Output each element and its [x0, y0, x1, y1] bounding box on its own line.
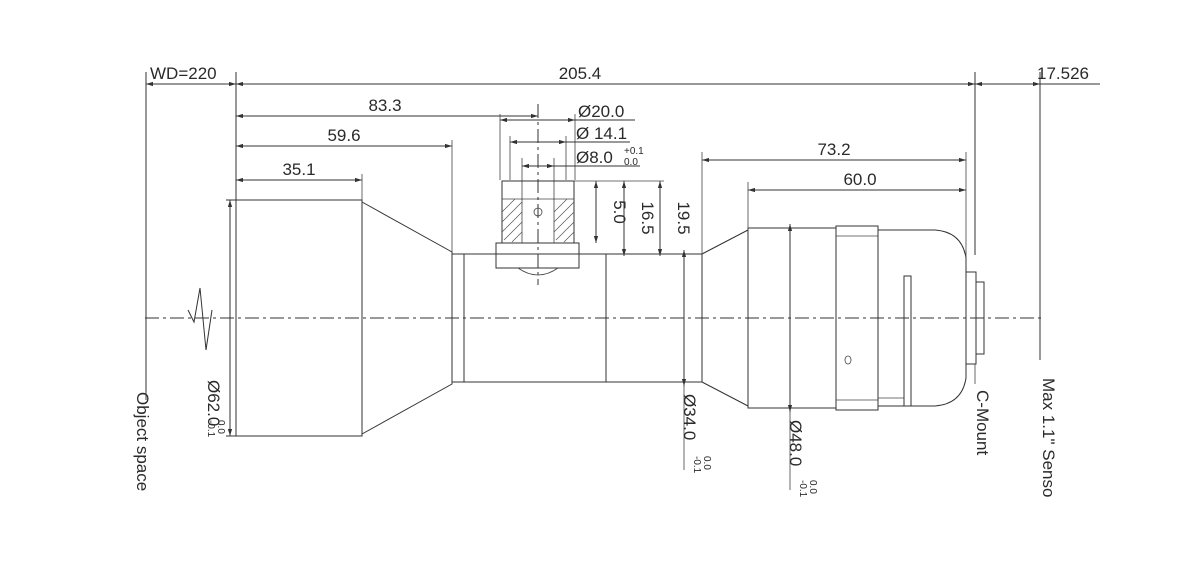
height-16-label: 16.5 — [638, 201, 657, 234]
dia-34-label: Ø34.0 — [680, 394, 699, 440]
back-focal-label: 17.526 — [1037, 64, 1089, 83]
dia-48-label: Ø48.0 — [786, 420, 805, 466]
c-mount-label: C-Mount — [973, 390, 992, 455]
wd-label: WD=220 — [150, 64, 217, 83]
height-5-label: 5.0 — [610, 200, 629, 224]
set-screw-icon — [844, 355, 852, 365]
dia-62-tol-top: 0.0 — [215, 420, 226, 434]
length-73-label: 73.2 — [817, 140, 850, 159]
length-59-label: 59.6 — [327, 126, 360, 145]
c-mount-thread — [975, 281, 985, 355]
length-35-label: 35.1 — [282, 160, 315, 179]
dia-14-label: Ø 14.1 — [576, 124, 627, 143]
object-space-label: Object space — [133, 392, 152, 491]
dia-20-label: Ø20.0 — [578, 102, 624, 121]
front-barrel — [235, 199, 363, 437]
length-60-label: 60.0 — [843, 170, 876, 189]
rear-cap-slot — [903, 275, 912, 407]
dia-34-tol-bot: -0.1 — [691, 456, 702, 474]
height-19-label: 19.5 — [674, 201, 693, 234]
overall-length-label: 205.4 — [559, 64, 602, 83]
sensor-label: Max 1.1" Senso — [1039, 378, 1058, 497]
rear-cap — [877, 229, 967, 407]
boss-bottom-arc — [517, 267, 559, 276]
dia-48-tol-top: 0.0 — [807, 480, 818, 494]
dia-62-tol-bot: -0.1 — [205, 420, 216, 438]
dia-8-label: Ø8.0 — [576, 148, 613, 167]
length-83-label: 83.3 — [368, 96, 401, 115]
dia-8-tol-top: +0.1 — [624, 146, 644, 157]
axis-break-mark — [187, 287, 213, 351]
dia-8-tol-bot: 0.0 — [624, 157, 638, 168]
dia-34-tol-top: 0.0 — [701, 456, 712, 470]
boss-hatching — [501, 198, 575, 243]
dia-48-tol-bot: -0.1 — [797, 480, 808, 498]
dia-62-label: Ø62.0 — [204, 380, 223, 426]
middle-tube — [451, 253, 703, 383]
